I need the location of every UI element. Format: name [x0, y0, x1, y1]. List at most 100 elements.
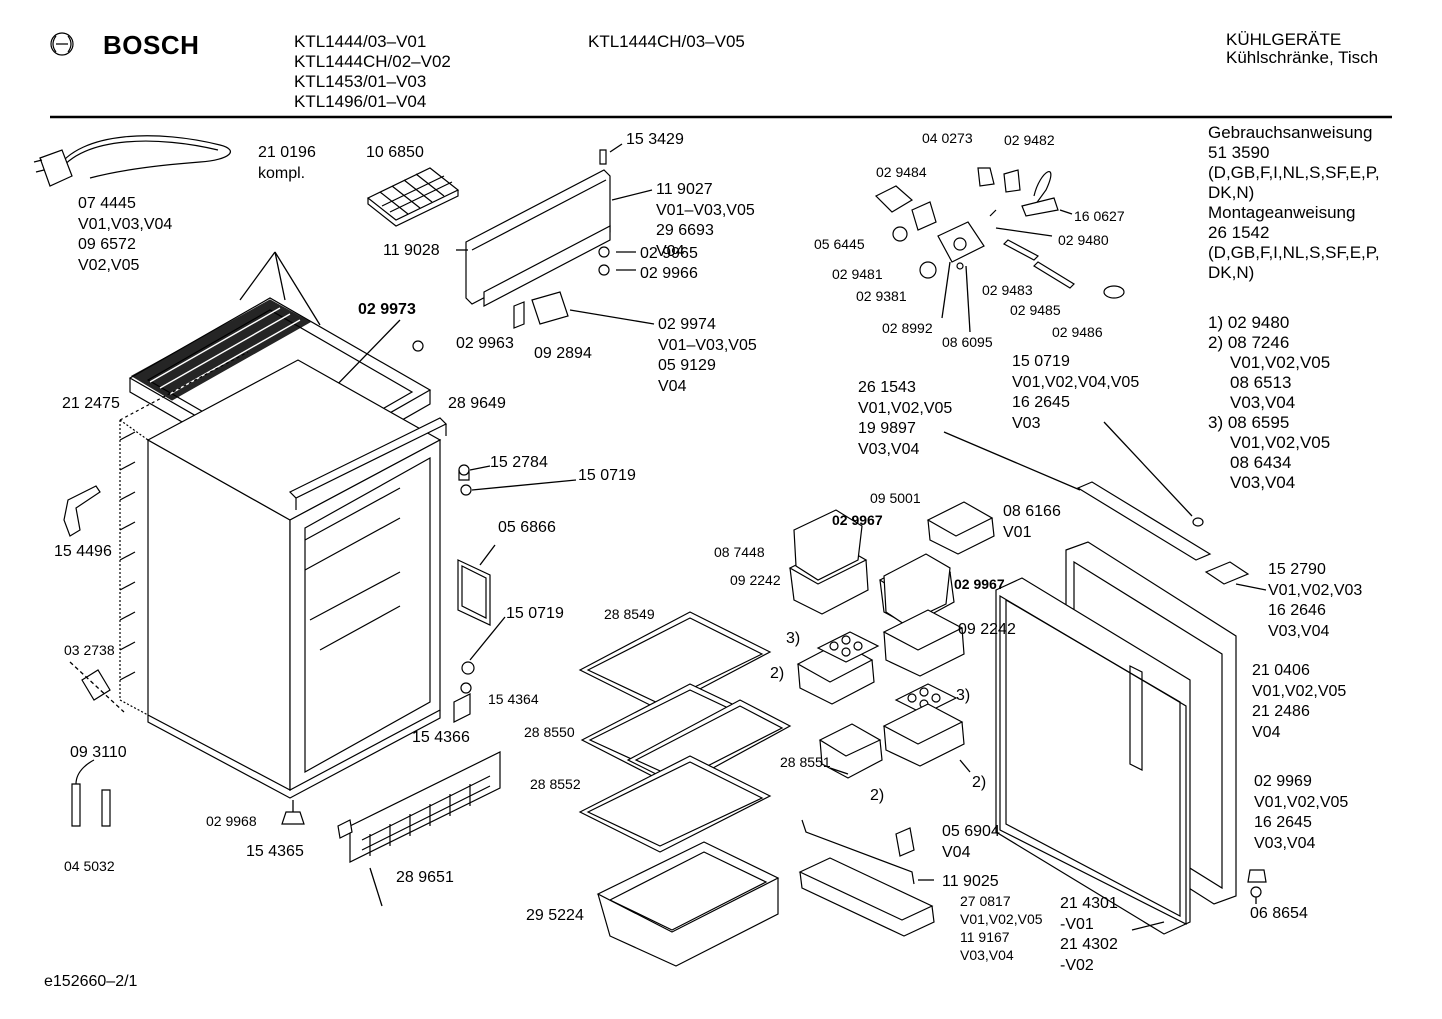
part-number: 02 9482 — [1004, 132, 1055, 148]
part-number: 16 2645 — [1012, 394, 1070, 411]
egg-tray-icon — [816, 631, 965, 779]
part-number: 28 8550 — [524, 724, 575, 740]
part-variant: V03,V04 — [1254, 834, 1316, 852]
part-number: 15 0719 — [578, 467, 636, 484]
part-number: 28 8552 — [530, 776, 581, 792]
footnote-line: 2) 08 7246 — [1208, 333, 1290, 352]
part-variant: V04 — [942, 843, 971, 861]
bottom-hinge-icon — [453, 661, 475, 723]
part-number: 15 0719 — [506, 605, 564, 622]
part-label: 21 0406 V01,V02,V05 21 2486 V04 — [1252, 661, 1346, 743]
latch-icon — [513, 291, 569, 329]
part-variant: kompl. — [258, 164, 306, 182]
part-label: 27 0817 V01,V02,V05 11 9167 V03,V04 — [960, 892, 1043, 964]
glass-shelf-icon — [578, 611, 792, 853]
part-number: 16 0627 — [1074, 208, 1125, 224]
handle-icon — [63, 485, 101, 537]
model-line: KTL1444CH/02–V02 — [294, 52, 451, 71]
part-number: 28 8551 — [780, 754, 831, 770]
part-variant: V01,V02,V05 — [1252, 682, 1347, 700]
door-icon — [995, 541, 1237, 935]
part-variant: V01,V02,V05 — [960, 911, 1043, 927]
part-number: 02 8992 — [882, 320, 933, 336]
part-number: 15 3429 — [626, 131, 684, 148]
note-ref: 2) — [972, 774, 987, 791]
part-variant: V03,V04 — [858, 440, 920, 458]
cabinet-body-icon — [119, 351, 442, 799]
plate-icon — [457, 559, 491, 626]
part-number: 02 9480 — [1058, 232, 1109, 248]
part-number: 02 9973 — [358, 301, 416, 318]
part-number: 27 0817 — [960, 893, 1011, 909]
part-label: 02 9974 V01–V03,V05 05 9129 V04 — [658, 315, 757, 397]
part-number: 15 4364 — [488, 691, 539, 707]
part-variant: V04 — [1252, 723, 1281, 741]
part-number: 15 4365 — [246, 843, 304, 860]
note-ref: 2) — [770, 665, 785, 682]
heater-rod-icon — [71, 759, 111, 827]
footnote-line: 3) 08 6595 — [1208, 413, 1290, 432]
part-label: 15 2790 V01,V02,V03 16 2646 V03,V04 — [1268, 560, 1362, 642]
part-number: 28 9649 — [448, 395, 506, 412]
part-variant: V03,V04 — [1268, 622, 1330, 640]
part-number: 11 9028 — [383, 242, 440, 259]
part-number: 21 2486 — [1252, 703, 1310, 720]
part-variant: V02,V05 — [78, 256, 140, 274]
part-number: 16 2646 — [1268, 602, 1326, 619]
freezer-door-icon — [465, 169, 611, 307]
footnote-line: 1) 02 9480 — [1208, 313, 1290, 332]
footnote-line: V01,V02,V05 — [1230, 433, 1331, 452]
footnote-list: 1) 02 9480 2) 08 7246 V01,V02,V05 08 651… — [1208, 312, 1330, 492]
part-number: 11 9025 — [942, 873, 999, 890]
part-number: 02 9486 — [1052, 324, 1103, 340]
part-label: 05 6904 V04 — [942, 822, 1000, 863]
part-number: 10 6850 — [366, 144, 424, 161]
part-number: 29 5224 — [526, 907, 584, 924]
bottle-shelf-icon — [798, 857, 935, 937]
part-number: 09 6572 — [78, 236, 136, 253]
note-ref: 2) — [870, 787, 885, 804]
part-variant: V01–V03,V05 — [658, 336, 757, 354]
part-label: 21 4301 -V01 21 4302 -V02 — [1060, 894, 1118, 976]
sensor-icon — [69, 661, 125, 713]
doc-line: (D,GB,F,I,NL,S,SF,E,P, — [1208, 243, 1380, 262]
part-variant: V03,V04 — [960, 947, 1014, 963]
footnote-line: 08 6513 — [1230, 373, 1292, 392]
power-cord-icon — [33, 135, 231, 187]
part-number: 15 4496 — [54, 543, 112, 560]
cover-strip-icon — [1076, 481, 1212, 561]
part-number: 02 9485 — [1010, 302, 1061, 318]
part-number: 15 2790 — [1268, 561, 1326, 578]
part-number: 02 9963 — [456, 335, 514, 352]
bracket-icon — [288, 417, 448, 510]
foot-icon — [281, 800, 305, 825]
part-variant: V01,V02,V05 — [1254, 793, 1349, 811]
part-number: 02 9974 — [658, 316, 716, 333]
documentation-list: Gebrauchsanweisung 51 3590 (D,GB,F,I,NL,… — [1208, 122, 1380, 282]
doc-line: Gebrauchsanweisung — [1208, 123, 1373, 142]
brand-name: BOSCH — [103, 30, 200, 60]
bosch-logo-icon — [50, 32, 74, 56]
door-bin-icon — [788, 501, 995, 705]
thermostat-parts-icon — [874, 167, 1125, 299]
part-variant: V04 — [656, 242, 685, 260]
model-line: KTL1453/01–V03 — [294, 72, 427, 91]
part-label: 07 4445 V01,V03,V04 09 6572 V02,V05 — [78, 194, 172, 276]
ice-tray-icon — [366, 167, 460, 227]
part-number: 21 2475 — [62, 395, 120, 412]
part-number: 02 9966 — [640, 265, 698, 282]
part-number: 06 8654 — [1250, 905, 1308, 922]
part-number: 02 9484 — [876, 164, 927, 180]
doc-line: DK,N) — [1208, 183, 1255, 202]
model-list-secondary: KTL1444CH/03–V05 — [588, 32, 745, 52]
note-ref: 3) — [786, 630, 801, 647]
part-number: 05 9129 — [658, 357, 716, 374]
part-number: 28 8549 — [604, 606, 655, 622]
part-number: 09 5001 — [870, 490, 921, 506]
doc-line: Montageanweisung — [1208, 203, 1356, 222]
part-number: 02 9381 — [856, 288, 907, 304]
part-number: 08 6166 — [1003, 503, 1061, 520]
part-number: 15 4366 — [412, 729, 470, 746]
